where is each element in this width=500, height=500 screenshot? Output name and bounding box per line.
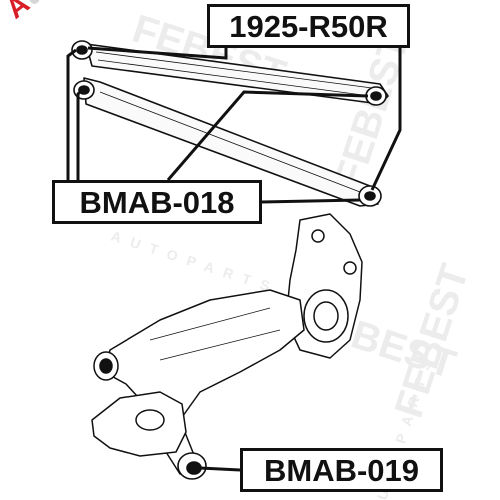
leader-mid-1	[66, 48, 77, 180]
lower-control-arm	[83, 77, 379, 207]
leader-top-right	[370, 48, 402, 191]
leader-bot	[199, 466, 241, 472]
leader-mid-2	[76, 88, 84, 180]
part-number-label-top: 1925-R50R	[207, 4, 410, 48]
leader-mid-4	[261, 198, 361, 204]
leader-mid-3	[166, 90, 369, 181]
knuckle	[285, 213, 363, 359]
leader-lines	[66, 46, 402, 472]
leader-top-left	[87, 46, 228, 60]
watermark-sub-1: AUTOPARTS	[109, 228, 281, 298]
bottom-bushing	[177, 452, 207, 480]
part-number-label-mid: BMAB-018	[52, 180, 262, 224]
part-number-label-bottom: BMAB-019	[240, 448, 443, 492]
watermark-brand-2: FEBEST	[327, 29, 418, 193]
bracket-plate	[91, 391, 187, 457]
